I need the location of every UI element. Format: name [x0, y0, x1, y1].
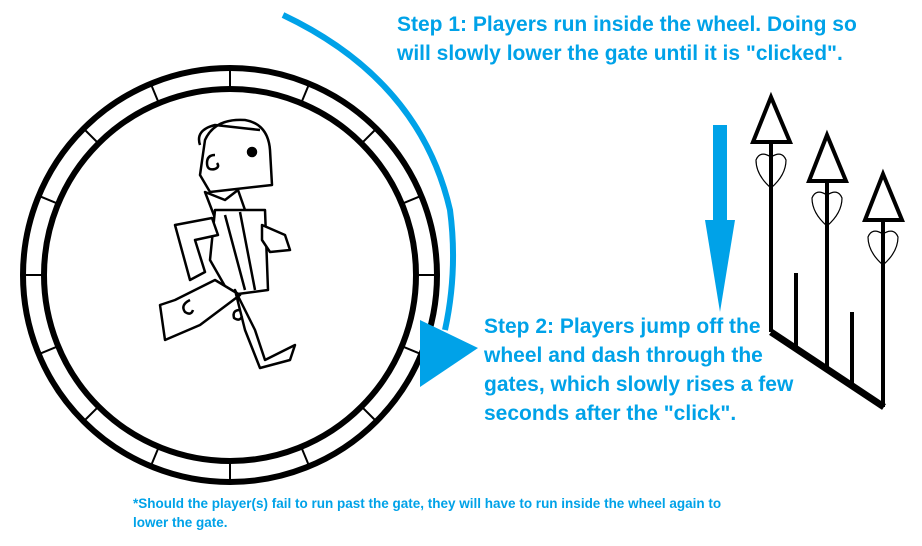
- wheel-spoke: [38, 194, 59, 205]
- running-character: [158, 118, 297, 370]
- wheel-spoke: [401, 345, 422, 356]
- wheel-spoke: [38, 345, 59, 356]
- step-2-text: Step 2: Players jump off the wheel and d…: [484, 315, 794, 425]
- lower-gate-arrow: [705, 125, 735, 312]
- footnote-text: *Should the player(s) fail to run past t…: [133, 496, 722, 530]
- wheel-spoke: [149, 83, 160, 104]
- step-1-text: Step 1: Players run inside the wheel. Do…: [397, 13, 857, 65]
- wheel-spoke: [82, 127, 100, 145]
- wheel-spoke: [360, 127, 378, 145]
- wheel-spoke: [360, 405, 378, 423]
- wheel-spoke: [149, 446, 160, 467]
- wheel-spoke: [82, 405, 100, 423]
- wheel-spoke: [300, 446, 311, 467]
- wheel: [20, 65, 440, 485]
- rotation-arrow: [281, 12, 478, 387]
- wheel-spoke: [401, 194, 422, 205]
- wheel-spoke: [300, 83, 311, 104]
- gate: [750, 91, 905, 410]
